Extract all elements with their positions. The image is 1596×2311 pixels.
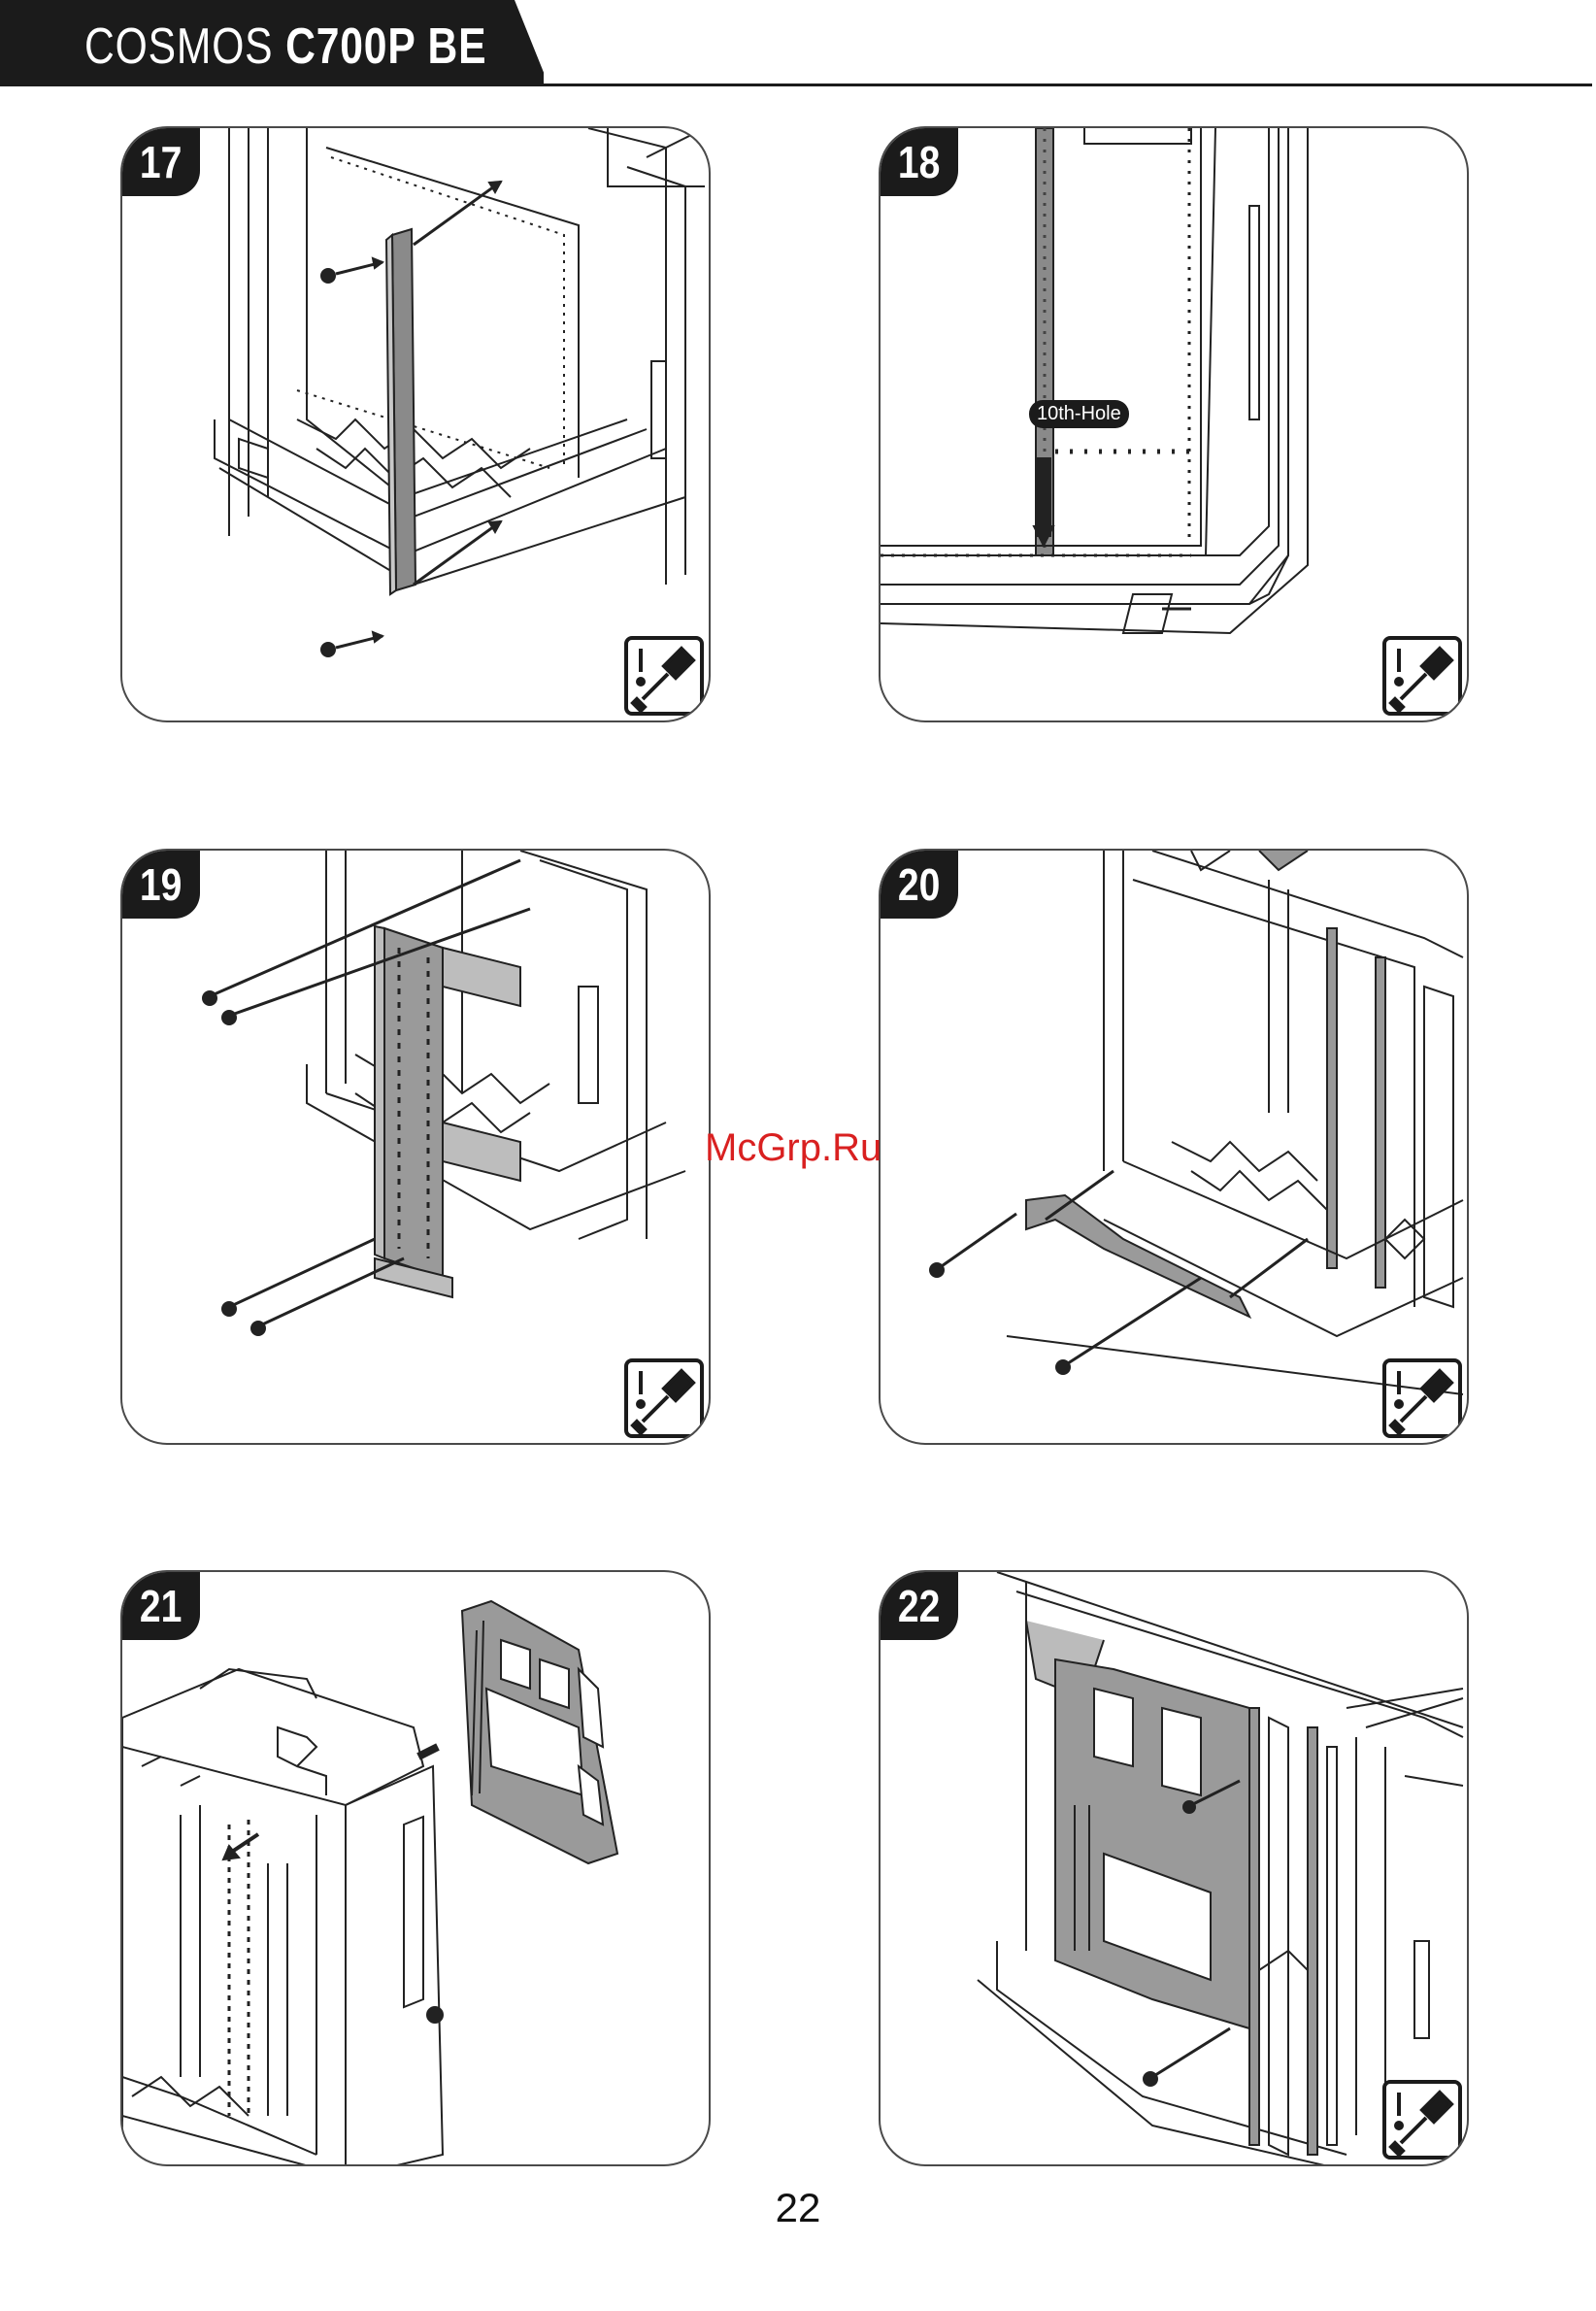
screwdriver-caution-icon xyxy=(1381,2079,1463,2160)
step-17-illustration xyxy=(122,128,711,722)
step-22-panel: 22 xyxy=(879,1570,1469,2166)
step-21-panel: 21 xyxy=(120,1570,711,2166)
step-19-illustration xyxy=(122,851,711,1445)
product-title: COSMOS C700P BE xyxy=(84,17,486,76)
step-20-panel: 20 xyxy=(879,849,1469,1445)
step-number-badge: 22 xyxy=(881,1572,958,1640)
page-number: 22 xyxy=(0,2185,1596,2231)
step-18-illustration xyxy=(881,128,1469,722)
header-rule xyxy=(0,84,1592,86)
step-20-illustration xyxy=(881,851,1469,1445)
brand-name: COSMOS xyxy=(84,18,273,75)
step-number: 18 xyxy=(898,136,940,188)
step-19-panel: 19 xyxy=(120,849,711,1445)
step-18-panel: 10th-Hole 18 xyxy=(879,126,1469,722)
step-number: 20 xyxy=(898,858,940,911)
step-number: 17 xyxy=(140,136,182,188)
screwdriver-caution-icon xyxy=(1381,1357,1463,1439)
screwdriver-caution-icon xyxy=(623,635,705,717)
step-number: 21 xyxy=(140,1580,182,1632)
model-name: C700P BE xyxy=(285,18,486,75)
step-number-badge: 21 xyxy=(122,1572,200,1640)
step-number-badge: 20 xyxy=(881,851,958,919)
step-number-badge: 17 xyxy=(122,128,200,196)
hole-position-label: 10th-Hole xyxy=(1029,400,1129,428)
step-number-badge: 18 xyxy=(881,128,958,196)
step-21-illustration xyxy=(122,1572,711,2166)
step-22-illustration xyxy=(881,1572,1469,2166)
screwdriver-caution-icon xyxy=(1381,635,1463,717)
page-header: COSMOS C700P BE xyxy=(0,0,1596,89)
watermark-text: McGrp.Ru xyxy=(705,1126,881,1170)
step-number-badge: 19 xyxy=(122,851,200,919)
screwdriver-caution-icon xyxy=(623,1357,705,1439)
step-number: 19 xyxy=(140,858,182,911)
step-17-panel: 17 xyxy=(120,126,711,722)
step-number: 22 xyxy=(898,1580,940,1632)
